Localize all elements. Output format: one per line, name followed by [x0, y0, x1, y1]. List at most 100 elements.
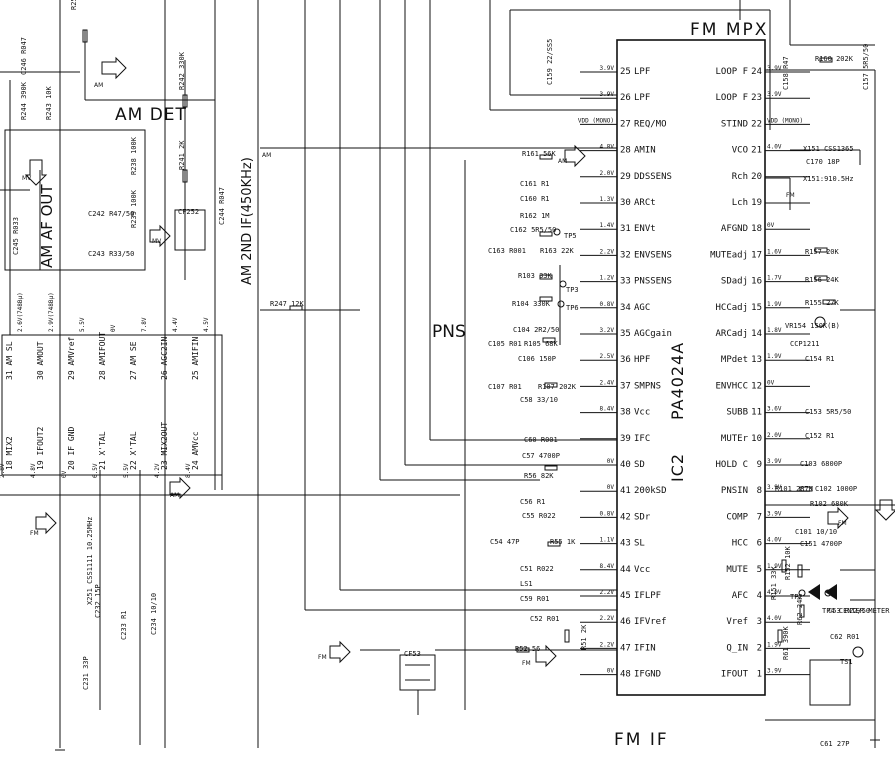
component-r157: R157 20K — [805, 248, 839, 256]
component-c244: C244 R047 — [218, 187, 226, 225]
ic2-pin-number: 12 — [751, 381, 762, 391]
component-c103: C103 6800P — [800, 460, 843, 468]
ic2-pin-voltage: 1.9V — [767, 563, 782, 570]
signal-flag-am: AM — [558, 158, 568, 165]
ic2-pin-name: HCCadj — [715, 303, 748, 313]
component-c161: C161 R1 — [520, 180, 550, 188]
ic2-pin-number: 25 — [620, 67, 631, 77]
ic2-pin-number: 15 — [751, 303, 762, 313]
ic2-pin-voltage: 8.4V — [600, 406, 615, 413]
passive-symbols — [82, 29, 864, 658]
ic2-pin-number: 33 — [620, 277, 631, 287]
ic2-pin-voltage: 0.8V — [600, 510, 615, 517]
ic2-pin-number: 2 — [757, 643, 762, 653]
component-c162: C162 5R5/50 — [510, 226, 557, 234]
ic2-pin-name: PNSIN — [721, 486, 748, 496]
signal-flag-mv: MV — [22, 175, 32, 182]
am-ic-bottom-voltage: 5.5V — [123, 463, 130, 478]
ic2-pin-voltage: 3.9V — [600, 91, 615, 98]
component-r160: R160 202K — [815, 55, 853, 63]
component-r104: R104 330K — [512, 300, 550, 308]
ic2-pin-name: ENVHCC — [715, 381, 748, 391]
component-r105: R105 68K — [524, 340, 558, 348]
ic2-pin-number: 8 — [757, 486, 762, 496]
ic2-pin-number: 7 — [757, 512, 762, 522]
ic2-pin-voltage: 3.2V — [600, 327, 615, 334]
component-ts1: TS1 — [840, 658, 853, 666]
component-c60: C60 R001 — [524, 436, 558, 444]
ic2-pin-voltage: 0V — [607, 668, 615, 675]
ic2-pin-name: SUBB — [726, 408, 748, 418]
fm-mpx-label: FM MPX — [690, 20, 769, 40]
ic2-pin-name: AMIN — [634, 146, 656, 156]
ic2-pin-number: 14 — [751, 329, 762, 339]
ic2-pin-voltage: 1.9V — [767, 353, 782, 360]
ic2-pin-number: 10 — [751, 434, 762, 444]
ic2-pin-number: 18 — [751, 224, 762, 234]
ic2-pin-voltage: 2.2V — [600, 615, 615, 622]
fm-if-label: FM IF — [614, 730, 669, 750]
ic2-pin-name: IFGND — [634, 670, 661, 680]
component-c245: C245 R033 — [12, 217, 20, 255]
ic2-pin-voltage: 0V — [607, 458, 615, 465]
component-ls1: LS1 — [520, 580, 533, 588]
ic2-pin-voltage: 2.2V — [600, 589, 615, 596]
am-ic-bottom-pin: 22 X'TAL — [129, 431, 138, 470]
ic2-pin-number: 31 — [620, 224, 631, 234]
ic2-pin-number: 29 — [620, 172, 631, 182]
component-vr154: VR154 150K(B) — [785, 322, 840, 330]
component-x251: X251 CSS1111 10.25MHz — [86, 516, 94, 605]
ic2-pin-name: AGCgain — [634, 329, 672, 339]
ic2-pin-name: COMP — [726, 512, 748, 522]
ic2-pin-voltage: 2.0V — [600, 170, 615, 177]
component-r103: R103 33K — [518, 272, 552, 280]
am-ic-bottom-voltage: 4.8V — [30, 463, 37, 478]
component-c242: C242 R47/50 — [88, 210, 135, 218]
component-r55: R55 1K — [550, 538, 576, 546]
component-r152: R152 10K — [784, 546, 792, 580]
ic2-pin-number: 17 — [751, 250, 762, 260]
ic2-pin-name: Vref — [726, 617, 748, 627]
ic2-pin-number: 1 — [757, 670, 762, 680]
component-tp5: TP5 — [564, 232, 577, 240]
ic2-pin-number: 48 — [620, 670, 631, 680]
chip-part-label: PA4024A — [668, 341, 687, 420]
ic2-pin-name: ENVt — [634, 224, 656, 234]
signal-flag-am: AM — [94, 82, 104, 89]
am-ic-bottom-pin: 19 IFOUT2 — [36, 426, 45, 470]
ic2-pin-name: AFGND — [721, 224, 748, 234]
component-c52: C52 R01 — [530, 615, 560, 623]
component-r247: R247 12K — [270, 300, 304, 308]
ic2-pin-number: 39 — [620, 434, 631, 444]
ic2-pin-voltage: 3.9V — [767, 668, 782, 675]
am-ic-bottom-voltage: 0V — [61, 470, 68, 478]
am-ic-top-voltage: 4.5V — [203, 317, 210, 332]
am-ic-top-voltage: 7.8V — [141, 317, 148, 332]
ic2-pin-number: 9 — [757, 460, 762, 470]
component-c158: C158 R47 — [782, 56, 790, 90]
am-ic-top-pin: 25 AMIFIN — [191, 336, 200, 380]
component-r56: R56 82K — [524, 472, 554, 480]
ic2-pin-name: Rch — [732, 172, 748, 182]
component-r156: R156 24K — [805, 276, 839, 284]
am-ic-top-pin: 28 AMIFOUT — [98, 332, 107, 380]
ic2-pin-name: AGC — [634, 303, 650, 313]
ic2-pin-voltage: 2.5V — [600, 353, 615, 360]
ic2-pin-voltage: 1.3V — [600, 196, 615, 203]
ic2-pin-voltage: 3.9V — [767, 458, 782, 465]
am-ic-top-voltage: 2.6V(748Bµ) — [17, 292, 24, 332]
ic2-pin-number: 47 — [620, 643, 631, 653]
am-ic-top-voltage: 0V — [110, 324, 117, 332]
component-c56: C56 R1 — [520, 498, 546, 506]
component-c62: C62 R01 — [830, 633, 860, 641]
component-c57: C57 4700P — [522, 452, 560, 460]
ic2-pin-voltage: 1.1V — [600, 537, 615, 544]
ic2-pin-number: 19 — [751, 198, 762, 208]
ic2-pin-name: LPF — [634, 93, 650, 103]
component-c51: C51 R022 — [520, 565, 554, 573]
component-c53: C53 R22/50 — [828, 607, 871, 615]
ic2-pin-number: 4 — [757, 591, 762, 601]
signal-flag-mv: MV — [152, 238, 162, 245]
component-c102: C102 1000P — [815, 485, 858, 493]
